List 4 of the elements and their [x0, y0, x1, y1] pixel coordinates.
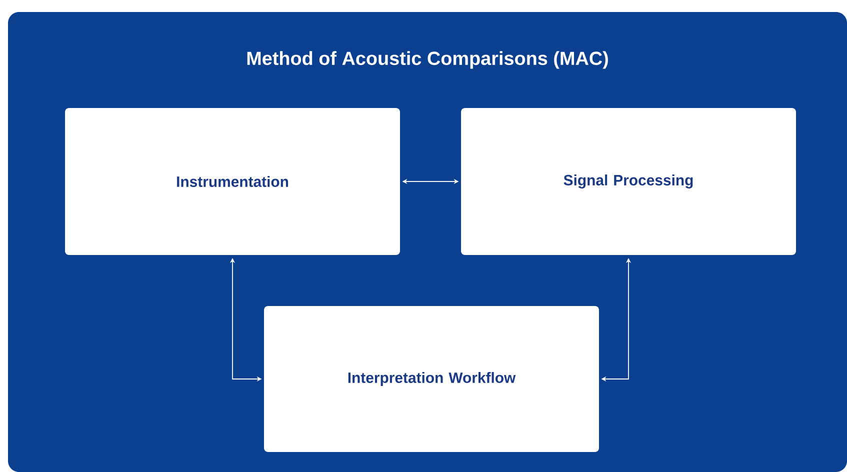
title: Method of Acoustic Comparisons (MAC) — [247, 51, 608, 69]
process-box: Interpretation Workflow — [264, 306, 599, 452]
process-box: Signal Processing — [461, 108, 796, 255]
process-box: Instrumentation — [65, 108, 400, 255]
